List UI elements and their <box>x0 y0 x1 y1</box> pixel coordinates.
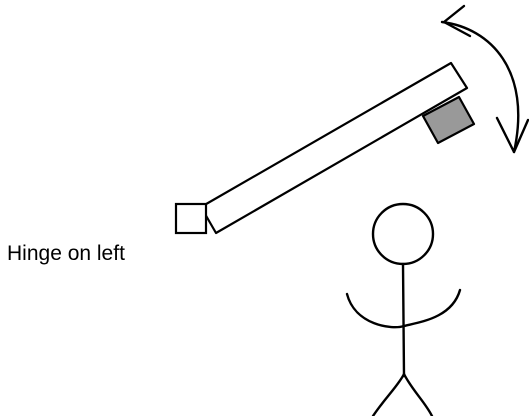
arm-bar <box>201 63 467 233</box>
hinge-label: Hinge on left <box>7 241 125 267</box>
stick-figure-icon <box>347 204 460 416</box>
stick-figure-torso <box>403 264 404 376</box>
arm <box>201 63 467 233</box>
stick-figure-head <box>373 204 433 264</box>
stick-figure-legs <box>373 374 432 416</box>
hinge-square <box>176 204 206 233</box>
